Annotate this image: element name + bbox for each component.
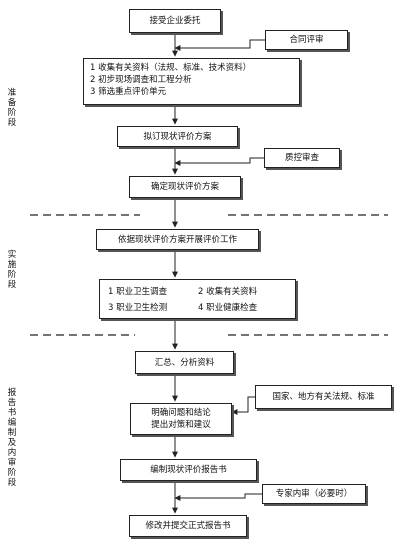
arrow-contract-review [174, 39, 265, 51]
work-item-1: 1 职业卫生调查 [108, 287, 168, 297]
node-confirm-plan-label: 确定现状评价方案 [150, 182, 219, 192]
phase-char: 审 [7, 458, 17, 468]
node-compile-report-label: 编制现状评价报告书 [150, 465, 227, 475]
node-expert-review-label: 专家内审（必要时） [275, 489, 353, 499]
node-compile-report: 编制现状评价报告书 [120, 459, 257, 481]
phase-char: 备 [7, 98, 17, 108]
node-regulations-label: 国家、地方有关法规、标准 [272, 392, 375, 402]
node-summary-label: 汇总、分析资料 [154, 357, 215, 368]
node-draft-plan: 拟订现状评价方案 [117, 126, 238, 147]
phase-char: 及 [7, 438, 17, 448]
node-summary: 汇总、分析资料 [135, 351, 234, 374]
node-prep-steps: 1 收集有关资料（法规、标准、技术资料） 2 初步现场调查和工程分析 3 筛选重… [83, 58, 300, 105]
prep-step-1: 1 收集有关资料（法规、标准、技术资料） [90, 63, 252, 73]
phase-label-prep: 准备阶段 [7, 88, 17, 128]
node-accept-label: 接受企业委托 [149, 16, 201, 26]
node-accept: 接受企业委托 [129, 9, 221, 33]
work-item-2: 2 收集有关资料 [198, 287, 258, 297]
node-draft-plan-label: 拟订现状评价方案 [143, 131, 212, 142]
node-execute-plan-label: 依据现状评价方案开展评价工作 [117, 234, 237, 245]
phase-char: 编 [7, 418, 17, 428]
work-item-4: 4 职业健康检查 [198, 303, 258, 313]
prep-step-2: 2 初步现场调查和工程分析 [90, 75, 192, 85]
phase-char: 阶 [7, 270, 17, 280]
phase-char: 阶 [7, 108, 17, 118]
node-qc-review-label: 质控审查 [284, 153, 319, 163]
node-work-items: 1 职业卫生调查 2 收集有关资料 3 职业卫生检测 4 职业健康检查 [99, 279, 296, 319]
phase-char: 告 [7, 398, 17, 408]
node-expert-review: 专家内审（必要时） [262, 484, 366, 504]
node-confirm-plan: 确定现状评价方案 [129, 176, 241, 198]
prep-step-3: 3 筛选重点评价单元 [90, 87, 167, 97]
phase-label-report: 报告书编制及内审阶段 [7, 388, 17, 488]
arrow-expert-review [174, 493, 262, 501]
conclusion-line-1: 明确问题和结论 [151, 408, 211, 418]
phase-label-prep-text: 准备阶段 [7, 88, 17, 128]
node-final-report: 修改并提交正式报告书 [129, 515, 247, 537]
phase-label-impl-text: 实施阶段 [7, 250, 17, 290]
phase-char: 阶 [7, 468, 17, 478]
phase-label-impl: 实施阶段 [7, 250, 17, 290]
arrow-qc-review [174, 157, 264, 166]
node-contract-review: 合同评审 [265, 30, 348, 50]
node-execute-plan: 依据现状评价方案开展评价工作 [96, 229, 259, 250]
node-qc-review: 质控审查 [264, 148, 340, 168]
work-item-3: 3 职业卫生检测 [108, 303, 168, 313]
arrow-regulations [231, 396, 255, 415]
phase-char: 制 [7, 428, 17, 438]
phase-label-report-text: 报告书编制及内审阶段 [7, 388, 17, 488]
phase-char: 报 [7, 388, 17, 398]
phase-char: 段 [7, 478, 17, 488]
node-final-report-label: 修改并提交正式报告书 [145, 521, 231, 531]
phase-char: 段 [7, 280, 17, 290]
phase-char: 书 [7, 408, 17, 418]
conclusion-line-2: 提出对策和建议 [151, 420, 211, 430]
phase-char: 准 [7, 88, 17, 98]
phase-char: 实 [7, 250, 17, 260]
node-conclusion: 明确问题和结论 提出对策和建议 [130, 403, 232, 435]
node-regulations: 国家、地方有关法规、标准 [255, 385, 392, 409]
phase-char: 内 [7, 448, 17, 458]
node-contract-review-label: 合同评审 [289, 35, 324, 45]
phase-char: 段 [7, 118, 17, 128]
phase-char: 施 [7, 260, 17, 270]
